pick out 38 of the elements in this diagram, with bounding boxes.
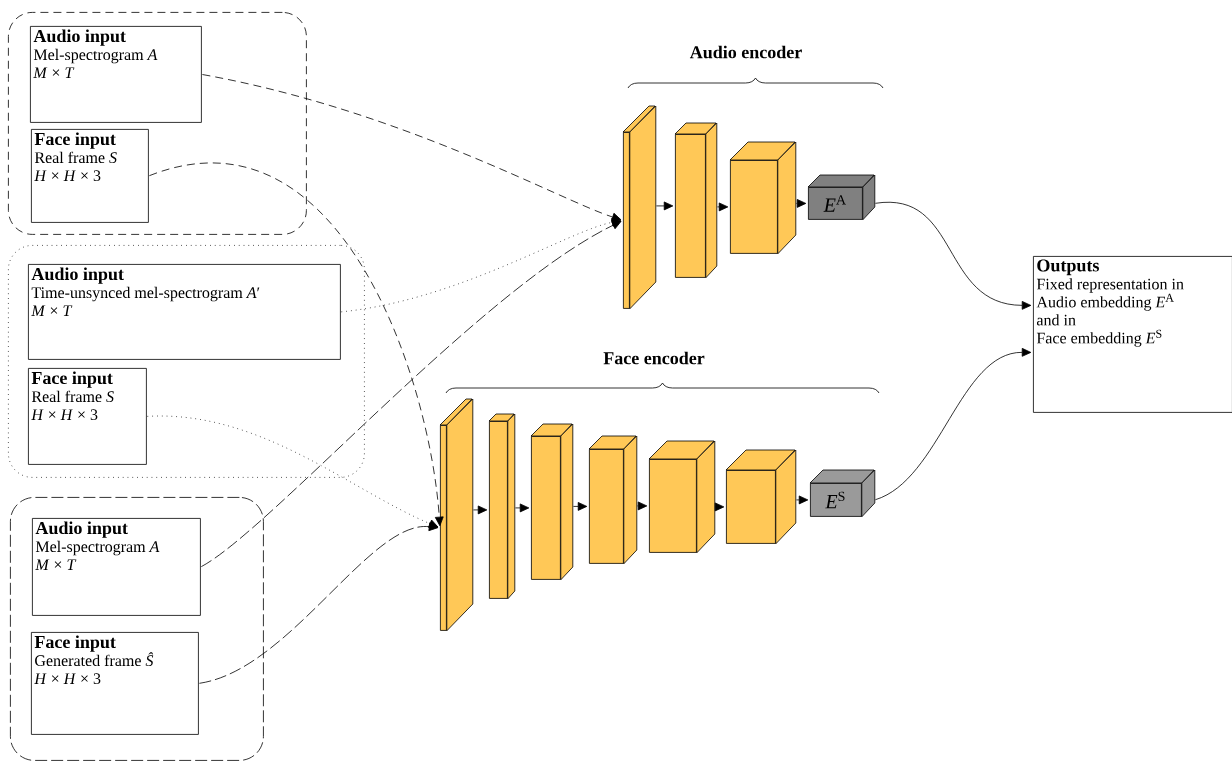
embedding-cuboid: E$^{A}$ <box>807 174 876 221</box>
layer-cuboid <box>648 440 716 554</box>
arrow <box>796 199 807 208</box>
layer-cuboid <box>530 423 574 581</box>
layer-cuboid <box>729 141 797 255</box>
arrow <box>714 502 725 512</box>
arrow <box>656 201 674 211</box>
group-outline <box>8 12 307 235</box>
layer-cuboid <box>588 435 638 565</box>
embedding-cuboid: E$^{S}$ <box>809 469 876 518</box>
layer-cuboid <box>725 449 797 545</box>
arrow <box>202 74 622 222</box>
arrow <box>875 347 1032 501</box>
arrow <box>199 522 439 684</box>
group-outline <box>8 245 365 478</box>
input-box: Outputs Fixed representation in Audio embedding E$^{A}$ and in Face embedding E$^{S}$ <box>1033 256 1232 413</box>
group-outline <box>10 497 264 761</box>
arrow <box>515 503 530 513</box>
input-box: Face input Generated frame Ŝ H × H × 3 <box>31 632 199 735</box>
arrow <box>200 220 622 568</box>
layer-cuboid <box>439 398 474 632</box>
encoder-label: Audio encoder <box>689 45 802 59</box>
layer-cuboid <box>488 413 516 600</box>
arrow <box>473 505 488 515</box>
arrow <box>148 163 444 527</box>
arrow <box>875 202 1032 310</box>
arrow <box>573 502 588 511</box>
arrow <box>637 501 648 511</box>
input-box: Face input Real frame S H × H × 3 <box>28 368 147 465</box>
layer-cuboid <box>622 105 657 310</box>
input-box: Audio input Time-unsynced mel-spectrogram A′ M × T <box>28 264 341 360</box>
input-box: Audio input Mel-spectrogram A M × T <box>32 518 201 616</box>
input-box: Audio input Mel-spectrogram A M × T <box>30 26 202 123</box>
input-box: Face input Real frame S H × H × 3 <box>31 129 149 223</box>
encoder-label: Face encoder <box>603 351 705 365</box>
arrow <box>717 202 729 212</box>
layer-cuboid <box>674 122 718 279</box>
arrow <box>796 495 809 505</box>
